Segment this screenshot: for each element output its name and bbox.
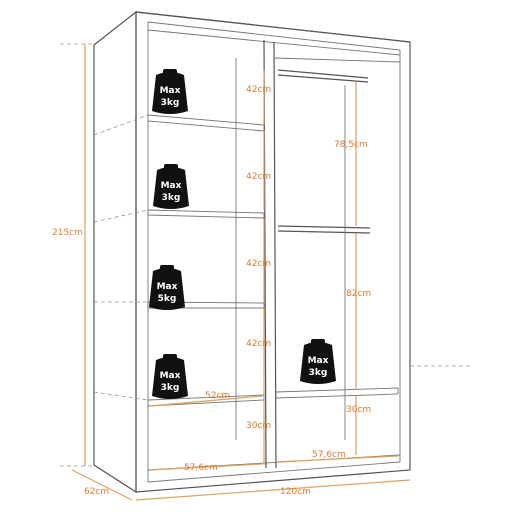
weight-icon-5: Max 3kg: [300, 339, 336, 384]
depth-total-label: 62cm: [84, 487, 109, 497]
left-shelf-3-label: 42cm: [246, 259, 271, 269]
weight-2-line2: 3kg: [162, 193, 181, 203]
weight-3-line2: 5kg: [158, 294, 177, 304]
weight-1-line2: 3kg: [161, 98, 180, 108]
cabinet-outline: [93, 10, 411, 494]
weight-icon-4: Max 3kg: [152, 354, 188, 399]
weight-icon-1: Max 3kg: [152, 69, 188, 114]
weight-5-line1: Max: [308, 356, 329, 366]
right-middle-label: 82cm: [346, 289, 371, 299]
left-shelf-1-label: 42cm: [246, 85, 271, 95]
weight-3-line1: Max: [157, 282, 178, 292]
weight-icon-2: Max 3kg: [153, 164, 189, 209]
right-top-label: 78,5cm: [334, 140, 368, 150]
dimension-lines: [71, 44, 411, 501]
weight-4-line1: Max: [160, 371, 181, 381]
right-bottom-label: 30cm: [346, 405, 371, 415]
height-total-label: 215cm: [52, 228, 83, 238]
shelf-depth-label: 52cm: [205, 391, 230, 401]
dimension-labels: 215cm 62cm 120cm 42cm 42cm 42cm 42cm 30c…: [52, 85, 371, 497]
right-compartment: [275, 69, 399, 440]
weight-icon-3: Max 5kg: [149, 265, 185, 310]
weight-4-line2: 3kg: [161, 383, 180, 393]
depth-guides: [60, 43, 470, 467]
left-bottom-label: 30cm: [246, 421, 271, 431]
weight-2-line1: Max: [161, 181, 182, 191]
right-width-label: 57,6cm: [312, 450, 346, 460]
width-total-label: 120cm: [280, 487, 311, 497]
left-width-label: 57,6cm: [184, 463, 218, 473]
left-shelf-2-label: 42cm: [246, 172, 271, 182]
left-shelf-4-label: 42cm: [246, 339, 271, 349]
weight-5-line2: 3kg: [309, 368, 328, 378]
weight-1-line1: Max: [160, 86, 181, 96]
